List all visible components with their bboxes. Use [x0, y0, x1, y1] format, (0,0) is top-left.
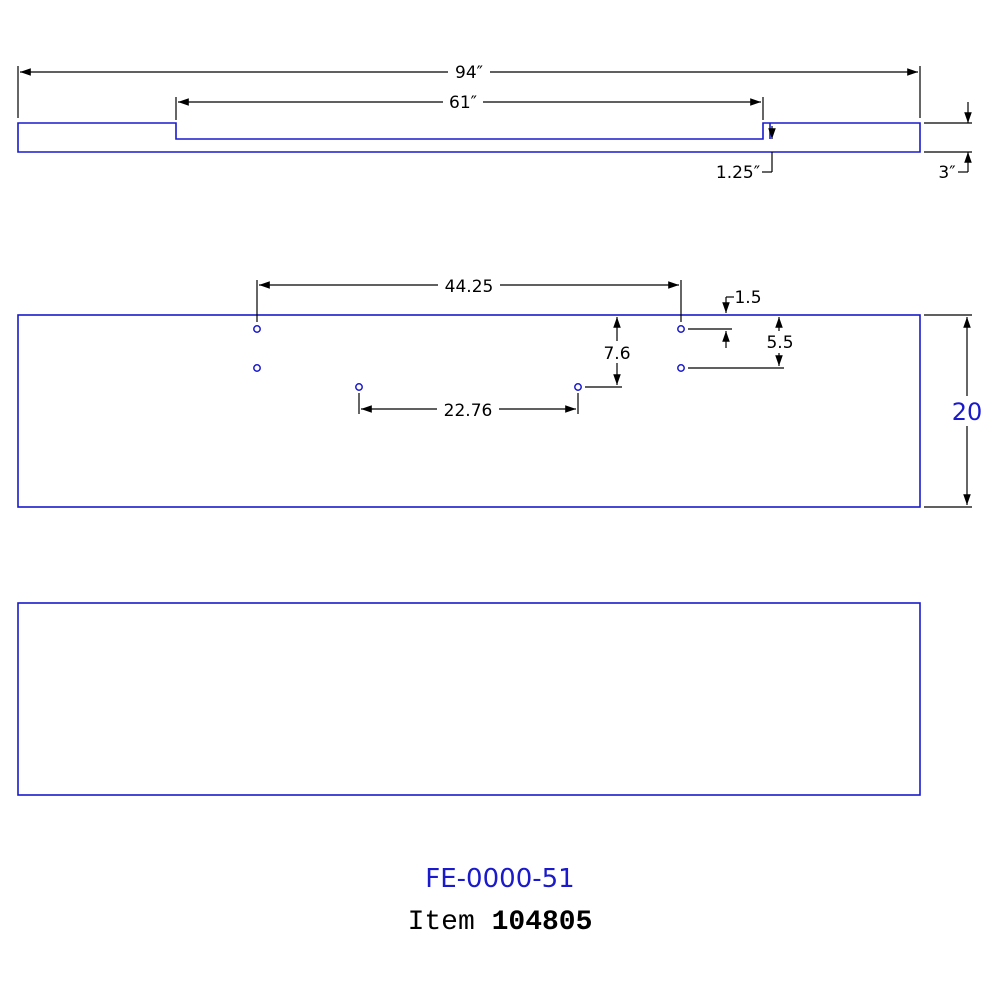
notch-depth-label: 1.25″ [716, 163, 760, 183]
part-number: FE-0000-51 [425, 864, 575, 894]
overall-length-label: 94″ [455, 63, 483, 83]
vertical-offset-label: 7.6 [603, 344, 630, 364]
hole [677, 325, 685, 333]
hole-spacing-long-label: 44.25 [445, 277, 494, 297]
item-label: Item [407, 907, 475, 938]
notch-length-label: 61″ [449, 93, 477, 113]
bottom-view [17, 602, 921, 796]
side-profile-outline [17, 122, 921, 153]
hole [574, 383, 582, 391]
width-label: 20 [952, 398, 983, 426]
edge-offset-label: 1.5 [734, 288, 761, 308]
top-view: 44.25 22.76 7.6 1.5 5.5 20 [17, 275, 984, 508]
item-number: 104805 [491, 907, 593, 938]
hole [253, 364, 261, 372]
side-view: 94″ 61″ 1.25″ 3″ [17, 62, 972, 183]
bottom-view-outline [17, 602, 921, 796]
hole [677, 364, 685, 372]
hole [253, 325, 261, 333]
hole-spacing-short-label: 22.76 [444, 401, 493, 421]
item-line: Item 104805 [0, 907, 1000, 938]
hole-pair-spacing-label: 5.5 [766, 333, 793, 353]
thickness-label: 3″ [938, 163, 955, 183]
top-view-outline [17, 314, 921, 508]
hole [355, 383, 363, 391]
